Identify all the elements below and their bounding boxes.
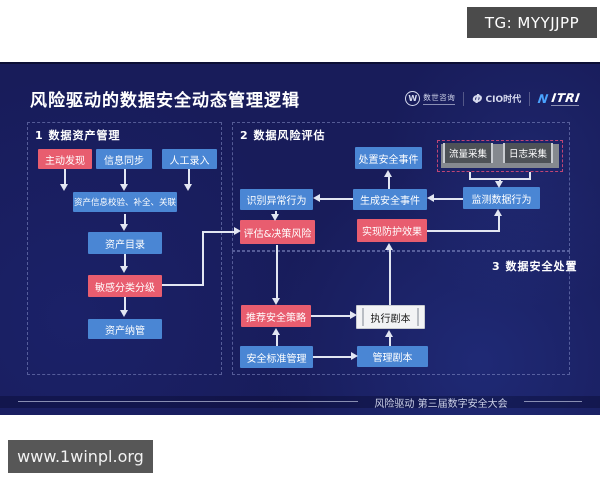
footer-conference-label: 风险驱动 第三届数字安全大会 (374, 399, 508, 410)
node-handle-event: 处置安全事件 (355, 147, 422, 169)
arrow-head (427, 194, 434, 202)
nitri-logo: N ITRI (537, 91, 582, 106)
node-recommend-policy: 推荐安全策略 (241, 305, 311, 327)
nitri-logo-rest: ITRI (550, 91, 582, 106)
section1-label: 1 数据资产管理 (35, 129, 121, 142)
arrow-line (188, 169, 190, 185)
footer-line-right (524, 401, 582, 402)
arrow-head (384, 170, 392, 177)
arrow-head (494, 209, 502, 216)
section3-label: 3 数据安全处置 (492, 260, 578, 273)
tg-contact-badge: TG: MYYJJPP (467, 7, 597, 38)
shushi-logo-label: 数世咨询 (423, 92, 456, 105)
arrow-head (350, 311, 357, 319)
arrow-head (313, 194, 320, 202)
slide: 风险驱动的数据安全动态管理逻辑 W 数世咨询 Φ CIO时代 N ITRI 1 … (0, 62, 600, 415)
collector-group: 流量采集 日志采集 (437, 140, 563, 172)
arrow-line (313, 356, 351, 358)
node-info-sync: 信息同步 (96, 149, 152, 169)
logo-separator (529, 91, 531, 106)
arrow-head (120, 310, 128, 317)
node-standard-manage: 安全标准管理 (240, 346, 313, 368)
shushi-circle-icon: W (405, 91, 421, 106)
node-protect-effect: 实现防护效果 (357, 219, 427, 242)
footer-band (0, 396, 600, 408)
arrow-line (276, 245, 278, 299)
arrow-head (60, 184, 68, 191)
section2-frame (232, 122, 570, 251)
slide-title: 风险驱动的数据安全动态管理逻辑 (30, 91, 300, 111)
nitri-logo-n: N (537, 91, 550, 106)
footer-line-left (18, 401, 358, 402)
arrow-head (120, 224, 128, 231)
node-manage-playbook: 管理剧本 (357, 346, 428, 367)
node-generate-event: 生成安全事件 (353, 189, 427, 210)
arrow-head (351, 352, 358, 360)
arrow-head (234, 227, 241, 235)
arrow-head (385, 243, 393, 250)
node-sensitive-classify: 敏感分类分级 (88, 275, 162, 297)
arrow-line (202, 231, 204, 286)
section3-frame (232, 251, 570, 375)
node-active-discovery: 主动发现 (38, 149, 92, 169)
arrow-head (495, 181, 503, 188)
arrow-line (389, 249, 391, 305)
arrow-line (498, 215, 500, 231)
arrow-head (385, 330, 393, 337)
logo-separator (463, 91, 465, 106)
node-assess-risk: 评估&决策风险 (240, 220, 315, 244)
arrow-head (184, 184, 192, 191)
arrow-line (124, 297, 126, 311)
arrow-line (124, 254, 126, 267)
arrow-line (319, 198, 353, 200)
arrow-line (275, 211, 277, 215)
node-traffic-collect: 流量采集 (443, 143, 493, 163)
arrow-line (427, 230, 500, 232)
arrow-line (469, 172, 471, 179)
section2-label: 2 数据风险评估 (240, 129, 326, 142)
node-monitor-behavior: 监测数据行为 (463, 187, 540, 209)
cio-logo: Φ CIO时代 (472, 92, 521, 106)
node-asset-catalog: 资产目录 (88, 232, 162, 254)
arrow-line (529, 172, 531, 179)
arrow-head (120, 266, 128, 273)
arrow-line (202, 231, 234, 233)
node-asset-manage: 资产纳管 (88, 319, 162, 339)
arrow-line (433, 198, 463, 200)
arrow-line (311, 315, 350, 317)
node-log-collect: 日志采集 (503, 143, 553, 163)
arrow-line (276, 334, 278, 346)
arrow-line (162, 284, 204, 286)
arrow-line (124, 169, 126, 185)
arrow-head (272, 298, 280, 305)
node-asset-verify: 资产信息校验、补全、关联 (73, 192, 177, 212)
node-identify-anomaly: 识别异常行为 (240, 189, 313, 210)
cio-person-icon: Φ (472, 91, 483, 106)
site-watermark: www.1winpl.org (8, 440, 153, 473)
node-execute-playbook: 执行剧本 (356, 305, 425, 329)
arrow-line (388, 176, 390, 189)
section1-frame (27, 122, 222, 375)
shushi-logo: W 数世咨询 (405, 91, 456, 106)
node-manual-entry: 人工录入 (162, 149, 217, 169)
arrow-line (64, 169, 66, 185)
arrow-line (124, 214, 126, 225)
cio-logo-label: CIO时代 (485, 95, 522, 105)
arrow-line (499, 179, 501, 182)
arrow-head (272, 328, 280, 335)
logo-row: W 数世咨询 Φ CIO时代 N ITRI (405, 91, 582, 106)
arrow-line (389, 336, 391, 346)
arrow-head (271, 214, 279, 221)
arrow-head (120, 184, 128, 191)
